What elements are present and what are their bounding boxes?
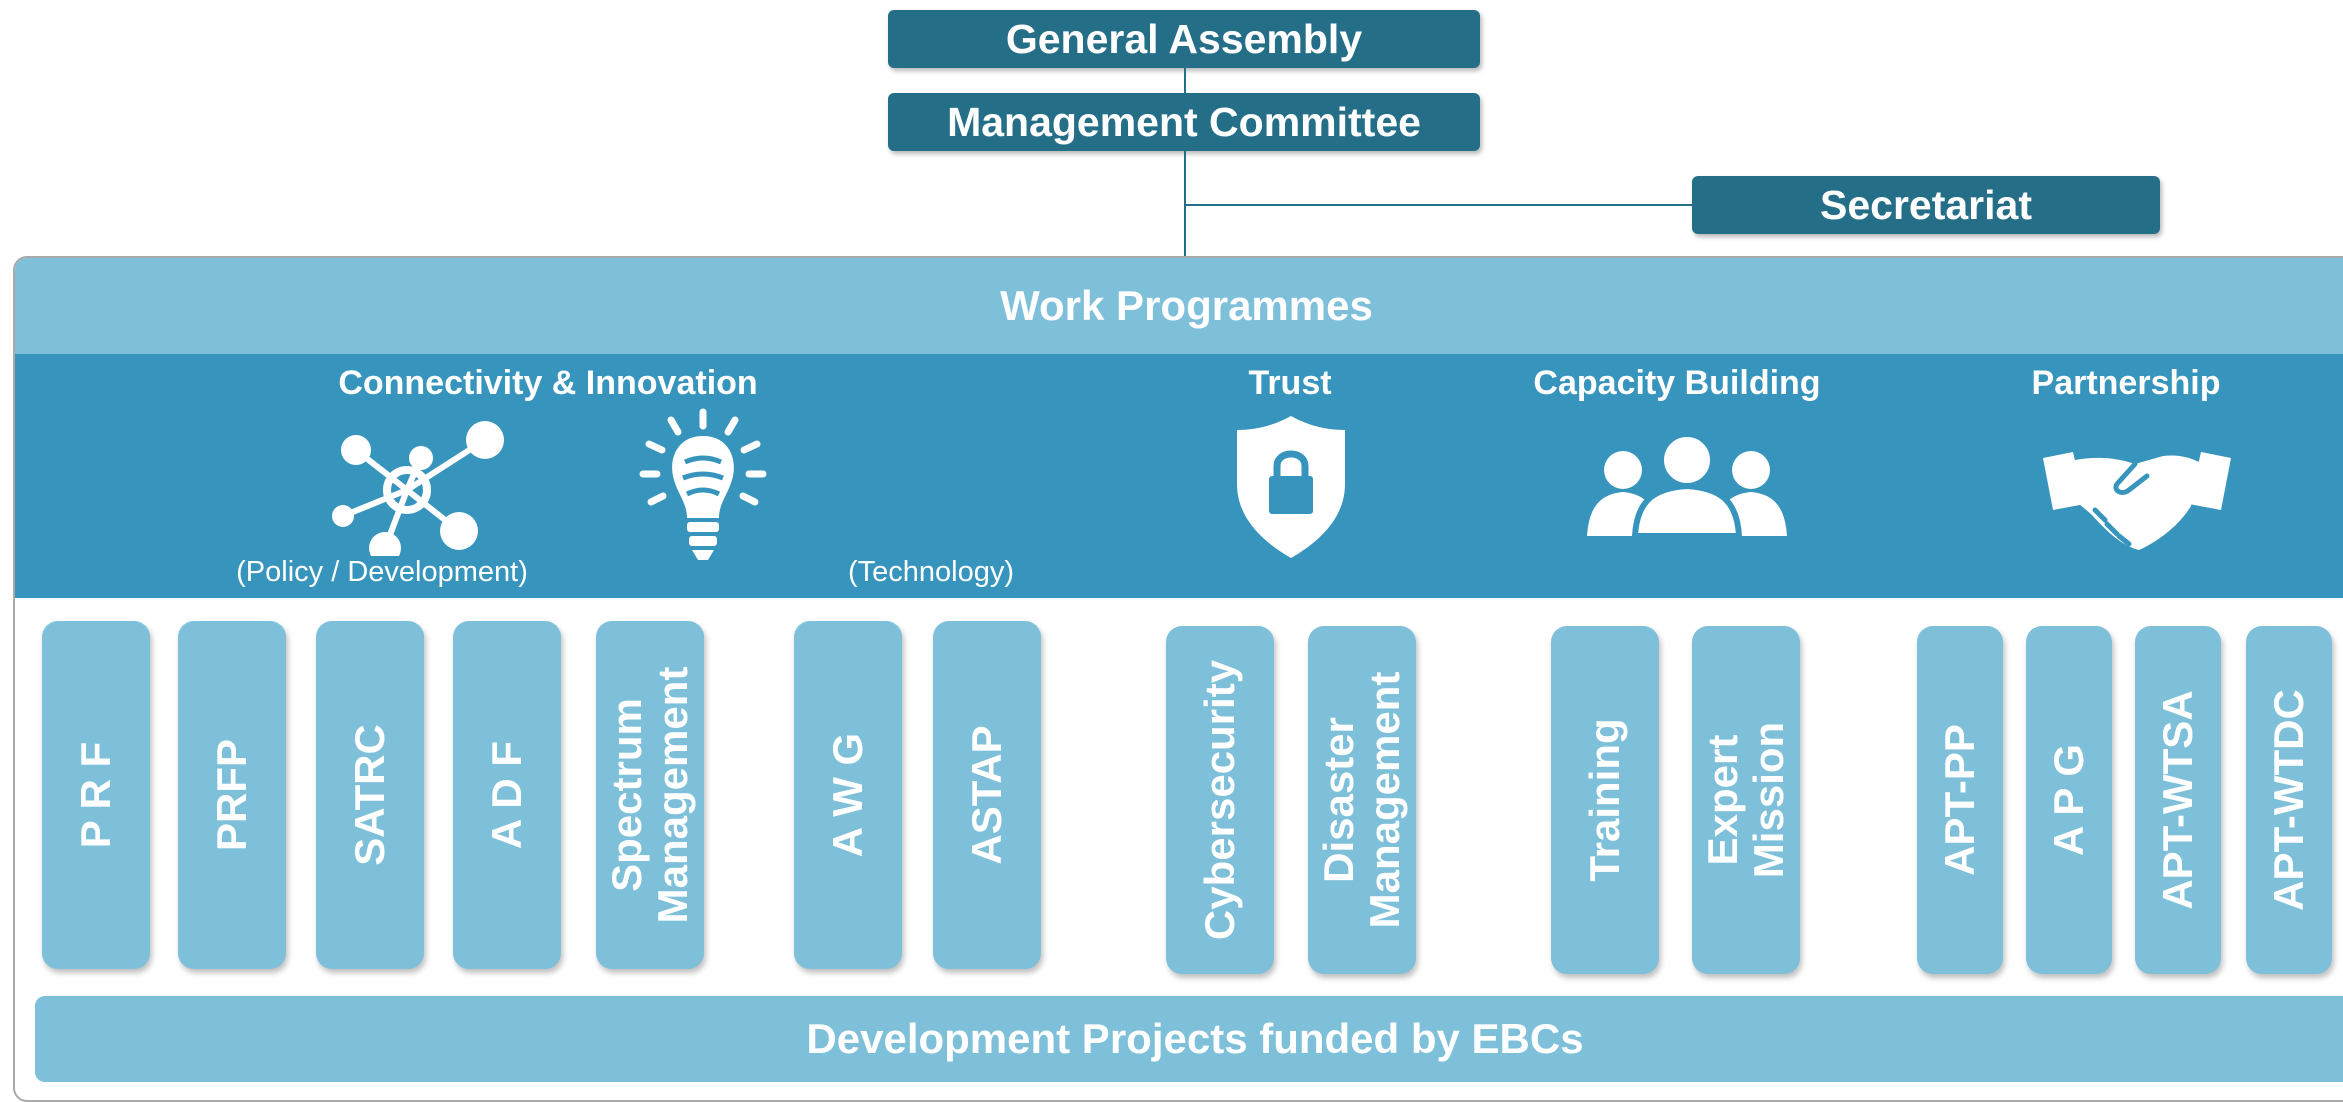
group-training-label: Training <box>1581 718 1628 882</box>
group-satrc: SATRC <box>316 621 424 969</box>
group-awg: A W G <box>794 621 902 969</box>
category-partnership: Partnership <box>2031 364 2221 402</box>
people-icon <box>1587 431 1787 536</box>
category-connectivity-innovation: Connectivity & Innovation <box>338 364 758 402</box>
work-programmes-header: Work Programmes <box>15 258 2343 354</box>
group-satrc-label: SATRC <box>346 724 393 866</box>
group-apg: A P G <box>2026 626 2112 974</box>
handshake-icon <box>2043 452 2231 550</box>
group-training: Training <box>1551 626 1659 974</box>
management-committee-label: Management Committee <box>947 98 1421 145</box>
group-adf-label: A D F <box>483 740 530 850</box>
categories-band: Connectivity & Innovation Trust Capacity… <box>15 354 2343 598</box>
group-disaster-management-label: Disaster Management <box>1315 671 1408 929</box>
connector-secretariat <box>1184 204 1692 206</box>
group-apg-label: A P G <box>2045 743 2092 857</box>
shield-lock-icon <box>1237 416 1345 558</box>
work-programmes-title: Work Programmes <box>1000 282 1373 329</box>
group-apt-wtsa: APT-WTSA <box>2135 626 2221 974</box>
group-apt-wtsa-label: APT-WTSA <box>2154 690 2201 910</box>
management-committee-box: Management Committee <box>888 93 1480 151</box>
work-programmes-frame: Work Programmes Connectivity & Innovatio… <box>13 256 2343 1102</box>
group-expert-mission: Expert Mission <box>1692 626 1800 974</box>
general-assembly-label: General Assembly <box>1005 15 1363 62</box>
development-projects-label: Development Projects funded by EBCs <box>806 1015 1584 1062</box>
group-prf: P R F <box>42 621 150 969</box>
development-projects-banner: Development Projects funded by EBCs <box>35 996 2343 1082</box>
group-prf-label: P R F <box>72 741 119 849</box>
group-cybersecurity-label: Cybersecurity <box>1196 659 1243 941</box>
group-spectrum-management: Spectrum Management <box>596 621 704 969</box>
group-apt-pp-label: APT-PP <box>1936 724 1983 876</box>
group-spectrum-management-label: Spectrum Management <box>603 666 696 924</box>
group-apt-pp: APT-PP <box>1917 626 2003 974</box>
secretariat-label: Secretariat <box>1820 181 2032 228</box>
secretariat-box: Secretariat <box>1692 176 2160 234</box>
category-trust: Trust <box>1248 364 1332 402</box>
sublabel-technology: (Technology) <box>847 556 1015 588</box>
group-apt-wtdc-label: APT-WTDC <box>2265 689 2312 911</box>
sublabel-policy-development: (Policy / Development) <box>236 556 528 588</box>
group-prfp-label: PRFP <box>208 738 255 852</box>
group-apt-wtdc: APT-WTDC <box>2246 626 2332 974</box>
lightbulb-icon <box>639 408 767 560</box>
group-expert-mission-label: Expert Mission <box>1699 721 1792 879</box>
group-cybersecurity: Cybersecurity <box>1166 626 1274 974</box>
group-astap-label: ASTAP <box>963 725 1010 865</box>
category-capacity-building: Capacity Building <box>1533 364 1821 402</box>
general-assembly-box: General Assembly <box>888 10 1480 68</box>
network-icon <box>332 421 504 556</box>
group-awg-label: A W G <box>824 732 871 858</box>
group-disaster-management: Disaster Management <box>1308 626 1416 974</box>
group-astap: ASTAP <box>933 621 1041 969</box>
group-prfp: PRFP <box>178 621 286 969</box>
connector-ga-mc <box>1184 68 1186 93</box>
group-adf: A D F <box>453 621 561 969</box>
